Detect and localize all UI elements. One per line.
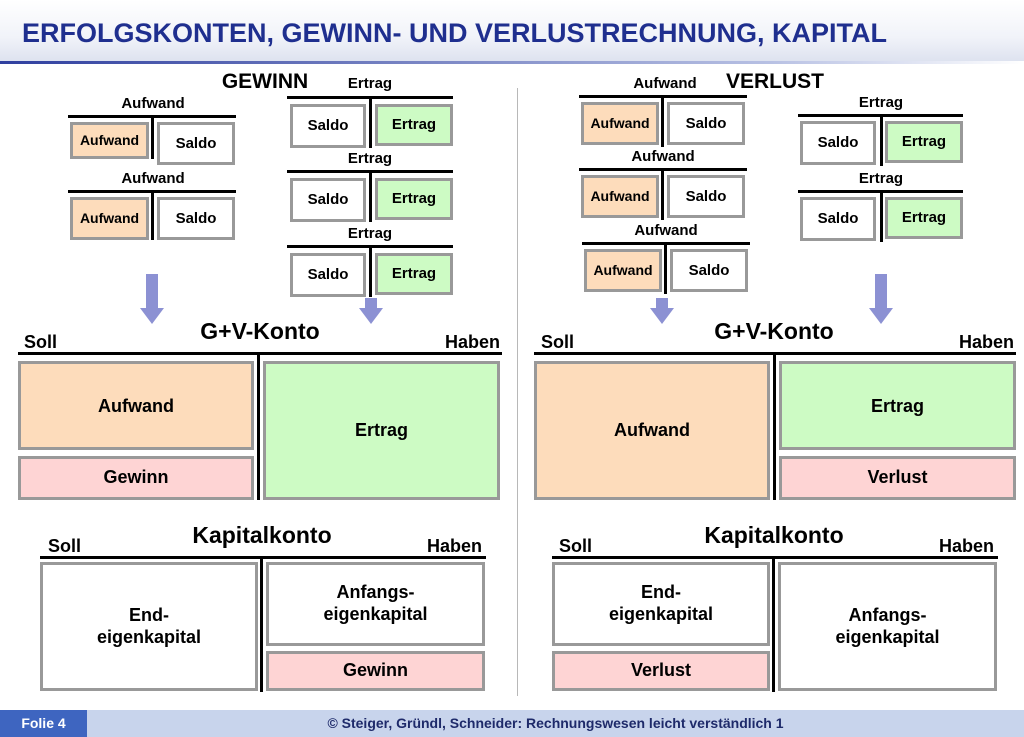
gv-verlust-box: Verlust [779,456,1016,500]
t-account-divider [369,245,372,297]
t-account-divider [664,242,667,294]
soll-label: Soll [48,536,82,556]
anfangseigenkapital-line2: eigenkapital [835,626,940,647]
verlust-heading: VERLUST [725,70,824,93]
kapitalkonto-line [40,556,486,559]
aufwand-box: Aufwand [584,249,662,292]
t-account-divider [661,168,664,220]
aufwand-box: Aufwand [70,122,149,159]
ertrag-account-label: Ertrag [347,75,393,92]
endeigenkapital-line2: eigenkapital [96,626,202,647]
saldo-box: Saldo [670,249,748,292]
down-arrow-icon [140,274,164,324]
ertrag-account-label: Ertrag [858,94,904,111]
endeigenkapital-line1: End- [641,582,681,603]
ertrag-account-label: Ertrag [347,150,393,167]
kapitalkonto-line [552,556,998,559]
gv-ertrag-box: Ertrag [779,361,1016,450]
aufwand-box: Aufwand [581,102,659,145]
soll-label: Soll [541,332,575,352]
kapitalkonto-title: Kapitalkonto [192,522,332,548]
ertrag-box: Ertrag [375,178,453,220]
t-account-divider [661,95,664,147]
anfangseigenkapital-line2: eigenkapital [323,604,428,624]
ertrag-box: Ertrag [375,104,453,146]
aufwand-account-label: Aufwand [631,148,695,165]
t-account-divider [369,96,372,148]
aufwand-box: Aufwand [581,175,659,218]
header-rule [0,61,1024,64]
soll-label: Soll [559,536,593,556]
haben-label: Haben [938,536,994,556]
gv-konto-divider [773,352,776,500]
kapitalkonto-title: Kapitalkonto [704,522,844,548]
ertrag-box: Ertrag [375,253,453,295]
anfangseigenkapital-box: Anfangs- eigenkapital [266,562,485,646]
kapitalkonto-divider [772,556,775,692]
gv-gewinn-box: Gewinn [18,456,254,500]
t-account-divider [369,170,372,222]
t-account-divider [880,114,883,166]
down-arrow-icon [869,274,893,324]
saldo-box: Saldo [290,253,366,297]
gv-konto-title: G+V-Konto [200,318,320,344]
t-account-divider [880,190,883,242]
aufwand-box: Aufwand [70,197,149,240]
gv-konto-divider [257,352,260,500]
endeigenkapital-box: End- eigenkapital [552,562,770,646]
ertrag-account-label: Ertrag [347,225,393,242]
ertrag-box: Ertrag [885,197,963,239]
soll-label: Soll [24,332,58,352]
haben-label: Haben [426,536,482,556]
endeigenkapital-box: End- eigenkapital [40,562,258,691]
aufwand-account-label: Aufwand [121,95,185,112]
down-arrow-icon [359,298,383,324]
t-account-divider [151,190,154,240]
gewinn-heading: GEWINN [221,70,309,93]
gv-ertrag-box: Ertrag [263,361,500,500]
anfangseigenkapital-line1: Anfangs- [848,604,927,625]
saldo-box: Saldo [157,197,235,240]
saldo-box: Saldo [157,122,235,165]
ertrag-account-label: Ertrag [858,170,904,187]
gv-konto-line [18,352,502,355]
down-arrow-icon [650,298,674,324]
saldo-box: Saldo [667,102,745,145]
anfangseigenkapital-line1: Anfangs- [336,582,415,603]
aufwand-account-label: Aufwand [121,170,185,187]
saldo-box: Saldo [290,104,366,148]
saldo-box: Saldo [800,121,876,165]
endeigenkapital-line2: eigenkapital [608,604,714,624]
kapitalkonto-divider [260,556,263,692]
saldo-box: Saldo [667,175,745,218]
ertrag-box: Ertrag [885,121,963,163]
haben-label: Haben [444,332,500,352]
slide-number: Folie 4 [0,710,87,737]
center-divider [517,88,518,696]
anfangseigenkapital-box: Anfangs- eigenkapital [778,562,997,691]
saldo-box: Saldo [800,197,876,241]
footer-bar [0,710,1024,737]
t-account-divider [151,115,154,159]
aufwand-account-label: Aufwand [633,75,697,92]
header-bar [0,0,1024,62]
kapital-verlust-box: Verlust [552,651,770,691]
copyright-text: © Steiger, Gründl, Schneider: Rechnungsw… [327,715,784,731]
kapital-gewinn-box: Gewinn [266,651,485,691]
gv-konto-title: G+V-Konto [714,318,834,344]
endeigenkapital-line1: End- [129,604,169,625]
haben-label: Haben [958,332,1014,352]
gv-aufwand-box: Aufwand [18,361,254,450]
aufwand-account-label: Aufwand [634,222,698,239]
saldo-box: Saldo [290,178,366,222]
gv-aufwand-box: Aufwand [534,361,770,500]
page-title: ERFOLGSKONTEN, GEWINN- UND VERLUSTRECHNU… [22,18,887,48]
